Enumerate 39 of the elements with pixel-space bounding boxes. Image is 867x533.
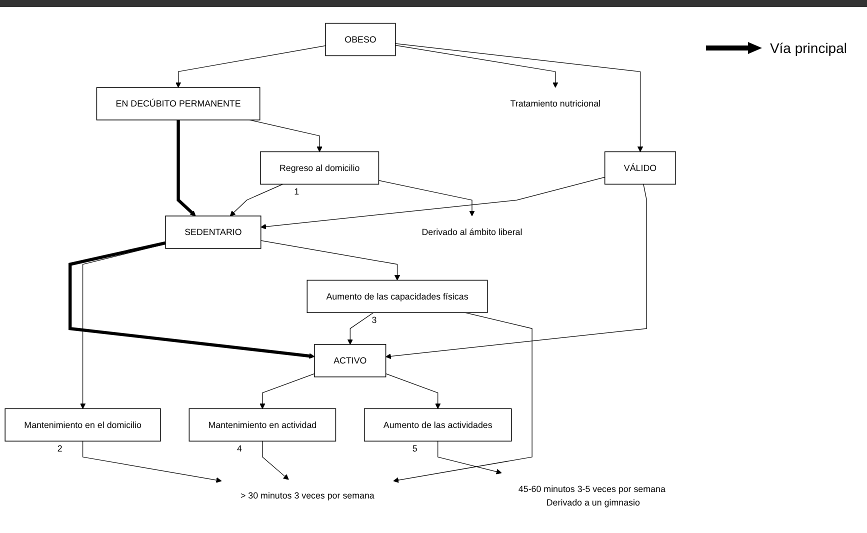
arrow (260, 373, 315, 409)
arrow (393, 312, 532, 483)
node-box: VÁLIDO (604, 151, 676, 185)
node-text: 45-60 minutos 3-5 veces por semana Derivado a un gimnasio (518, 484, 666, 508)
step-number: 3 (372, 314, 377, 325)
node-text: > 30 minutos 3 veces por semana (240, 490, 374, 501)
arrow (395, 44, 558, 88)
node-box: ACTIVO (314, 344, 386, 378)
arrow (438, 440, 502, 474)
arrow (176, 120, 196, 216)
arrow (386, 184, 647, 360)
arrow (395, 43, 644, 152)
arrow (80, 244, 166, 409)
node-box: Aumento de las actividades (364, 408, 512, 442)
step-number: 5 (412, 443, 418, 454)
step-number: 1 (294, 186, 300, 196)
node-box: Mantenimiento en el domicilio (4, 408, 161, 442)
arrow (260, 240, 400, 280)
step-number: 4 (237, 443, 242, 454)
arrow (249, 120, 322, 152)
arrow (230, 184, 284, 216)
node-box: Mantenimiento en actividad (188, 408, 336, 442)
node-box: EN DECÚBITO PERMANENTE (96, 87, 260, 120)
legend-text: Vía principal (770, 40, 847, 56)
arrow (176, 45, 326, 88)
node-text: Tratamiento nutricional (510, 98, 601, 109)
arrow (347, 312, 374, 345)
node-box: OBESO (325, 22, 396, 56)
node-box: Regreso al domicilio (260, 151, 380, 185)
node-box: Aumento de las capacidades físicas (306, 280, 488, 314)
arrow (378, 180, 475, 216)
step-number: 2 (57, 443, 62, 454)
node-box: SEDENTARIO (165, 216, 262, 249)
arrow (68, 241, 315, 359)
arrow (82, 440, 222, 483)
arrow (262, 440, 289, 480)
arrow (260, 176, 606, 230)
node-text: Derivado al ámbito liberal (422, 226, 522, 237)
arrow (385, 373, 441, 409)
